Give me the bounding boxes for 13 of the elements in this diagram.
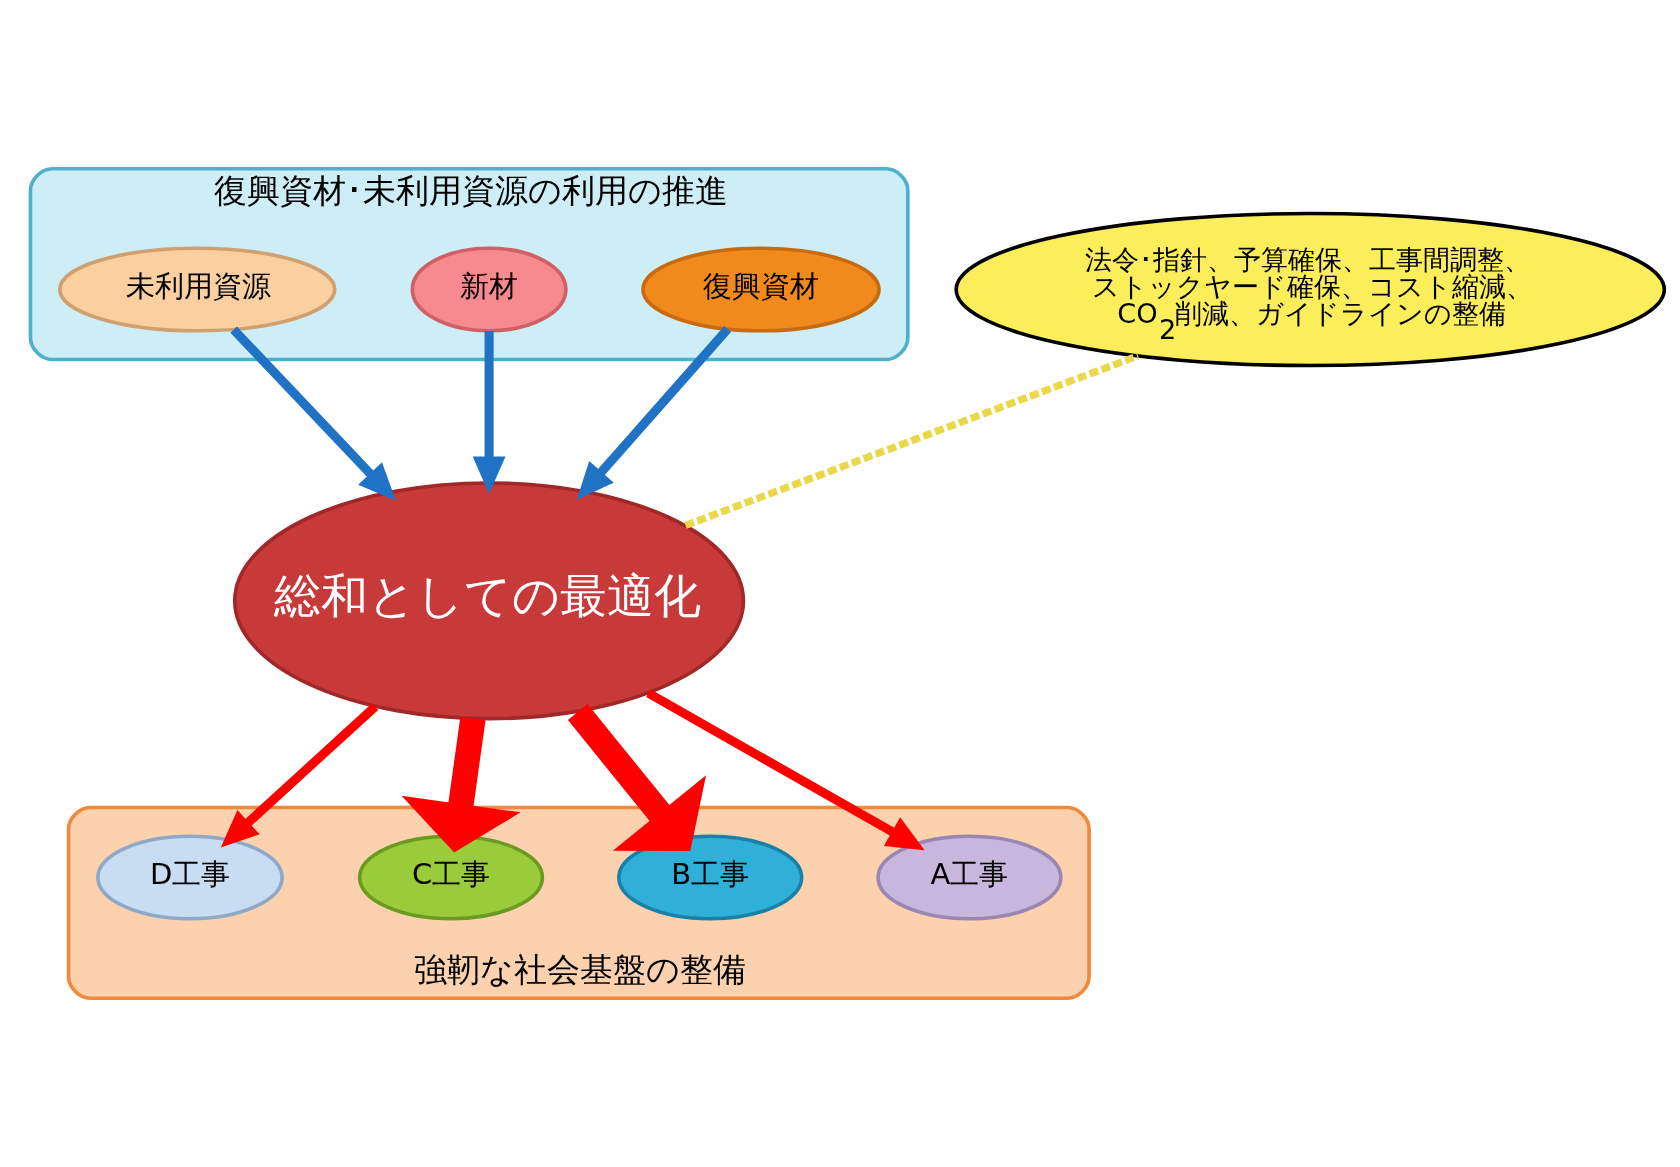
node-ellipse: C工事 xyxy=(357,834,545,921)
connector xyxy=(684,352,1140,529)
arrow xyxy=(567,704,707,851)
node-ellipse: 未利用資源 xyxy=(58,246,337,333)
node-ellipse: 総和としての最適化 xyxy=(232,481,746,721)
node-ellipse: 新材 xyxy=(410,246,568,333)
node-ellipse: A工事 xyxy=(876,834,1063,921)
arrow xyxy=(472,330,506,494)
node-ellipse: 復興資材 xyxy=(641,246,881,333)
node-ellipse: D工事 xyxy=(96,834,284,921)
node-ellipse: B工事 xyxy=(617,834,804,921)
arrow xyxy=(646,689,925,851)
arrow xyxy=(220,703,379,848)
